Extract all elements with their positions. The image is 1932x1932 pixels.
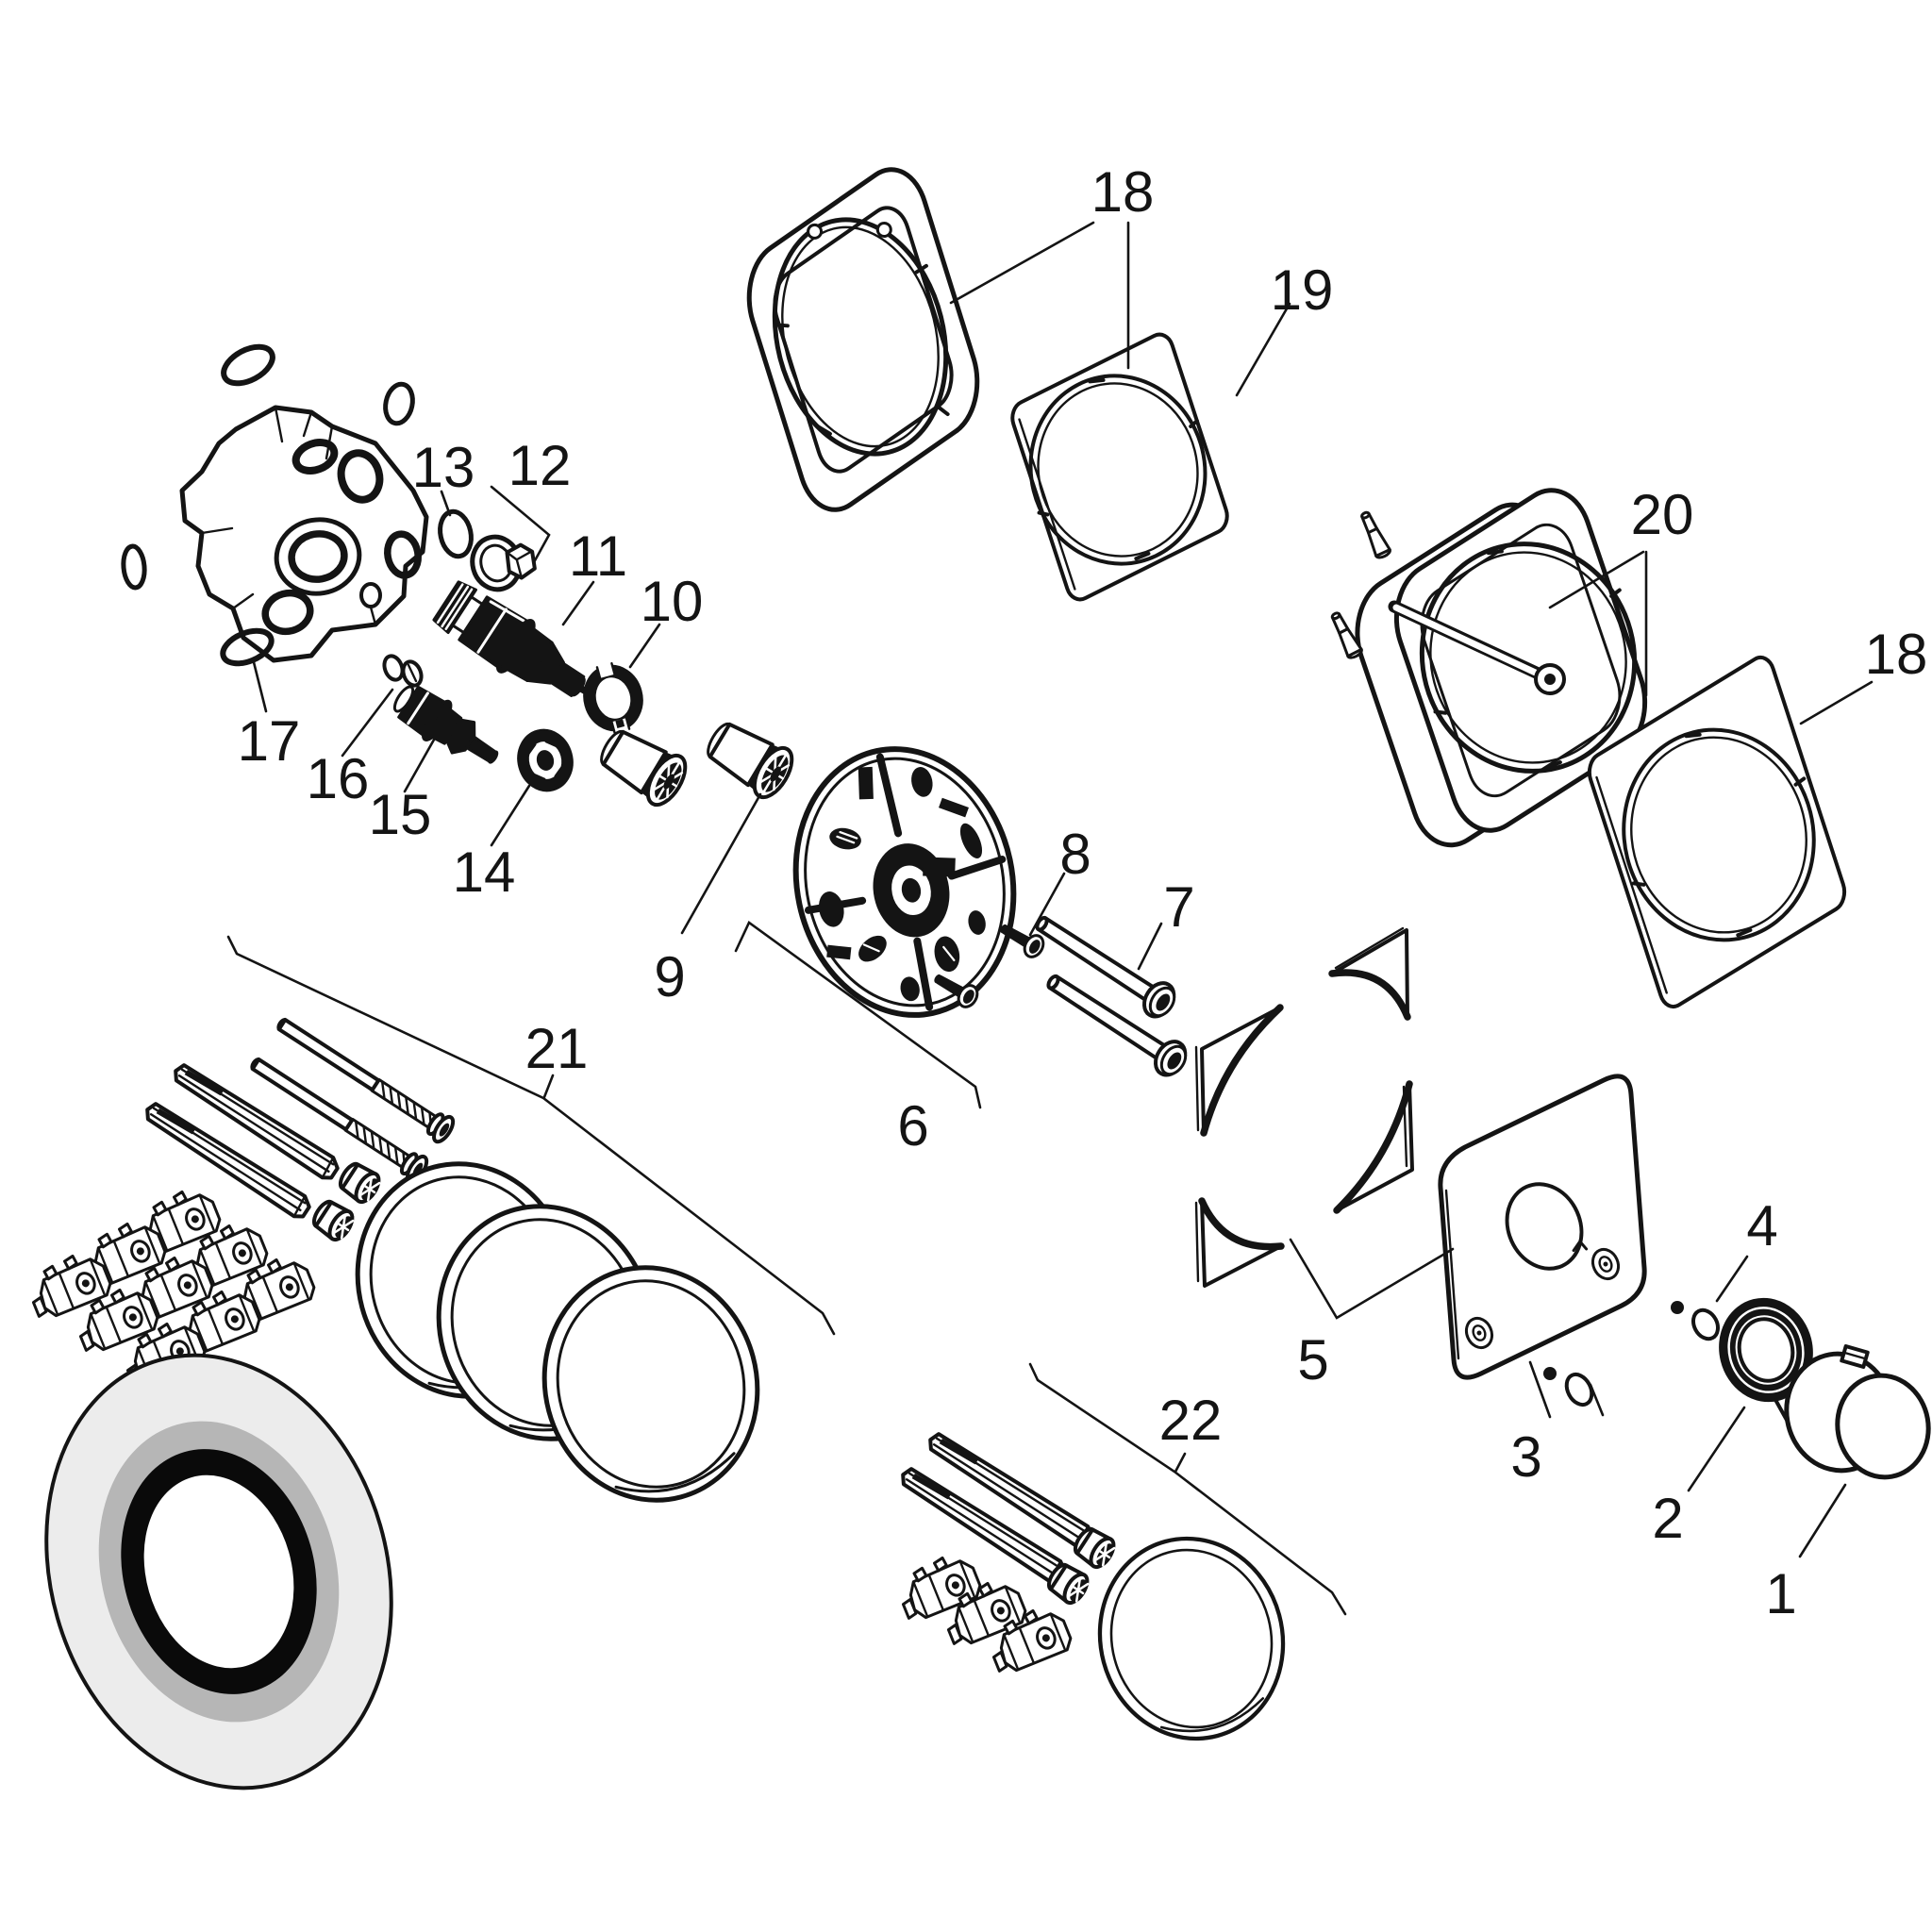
thermostatic-cartridge-11 — [432, 580, 595, 699]
o-rings-16 — [382, 654, 424, 688]
callout-19: 19 — [1271, 258, 1334, 322]
mounting-box-20 — [1326, 464, 1660, 872]
callout-21: 21 — [525, 1017, 589, 1080]
faceplate — [1438, 1074, 1647, 1380]
fixing-set-3 — [1543, 1367, 1594, 1407]
extension-kit-22 — [891, 1426, 1305, 1759]
callout-1: 1 — [1765, 1562, 1796, 1625]
valve-body-17 — [121, 343, 429, 667]
square-frame-top-18 — [737, 152, 989, 528]
callout-2: 2 — [1652, 1487, 1683, 1550]
seal-plate-18-right — [1585, 652, 1849, 1013]
stop-ring-10 — [583, 661, 643, 735]
callout-13: 13 — [412, 436, 475, 499]
cap-nut-14 — [517, 728, 574, 792]
callout-11: 11 — [569, 525, 627, 588]
seal-plate-19 — [1008, 329, 1231, 605]
callout-3: 3 — [1510, 1425, 1541, 1489]
check-valve-15 — [392, 685, 499, 764]
callout-7: 7 — [1163, 875, 1194, 939]
corner-inserts-5 — [1194, 926, 1414, 1288]
o-ring-13 — [438, 508, 474, 559]
extension-kit-21 — [21, 1008, 783, 1790]
callout-9: 9 — [654, 945, 685, 1008]
o-ring-set-4 — [1671, 1301, 1720, 1341]
spindle-rod — [1388, 600, 1566, 695]
carrier-plate-6 — [792, 746, 1017, 1018]
callout-labels: 1 2 3 4 5 6 7 8 9 10 11 12 13 14 15 16 1… — [238, 160, 1928, 1625]
handle-knob-1 — [1784, 1344, 1931, 1480]
callout-17: 17 — [238, 709, 301, 773]
callout-6: 6 — [897, 1094, 928, 1158]
callout-14: 14 — [453, 841, 516, 904]
callout-15: 15 — [369, 783, 432, 846]
callout-10: 10 — [641, 570, 704, 633]
callout-12: 12 — [508, 434, 572, 497]
callout-18-right: 18 — [1865, 623, 1928, 686]
callout-8: 8 — [1059, 823, 1091, 886]
seal-ring-gray — [44, 1353, 393, 1790]
callout-20: 20 — [1631, 483, 1694, 546]
callout-18-top: 18 — [1091, 160, 1155, 224]
callout-16: 16 — [307, 747, 370, 810]
plug-12 — [470, 534, 537, 592]
callout-22: 22 — [1159, 1389, 1223, 1452]
leader-lines — [226, 221, 1874, 1616]
callout-5: 5 — [1297, 1328, 1328, 1391]
callout-4: 4 — [1746, 1194, 1777, 1257]
